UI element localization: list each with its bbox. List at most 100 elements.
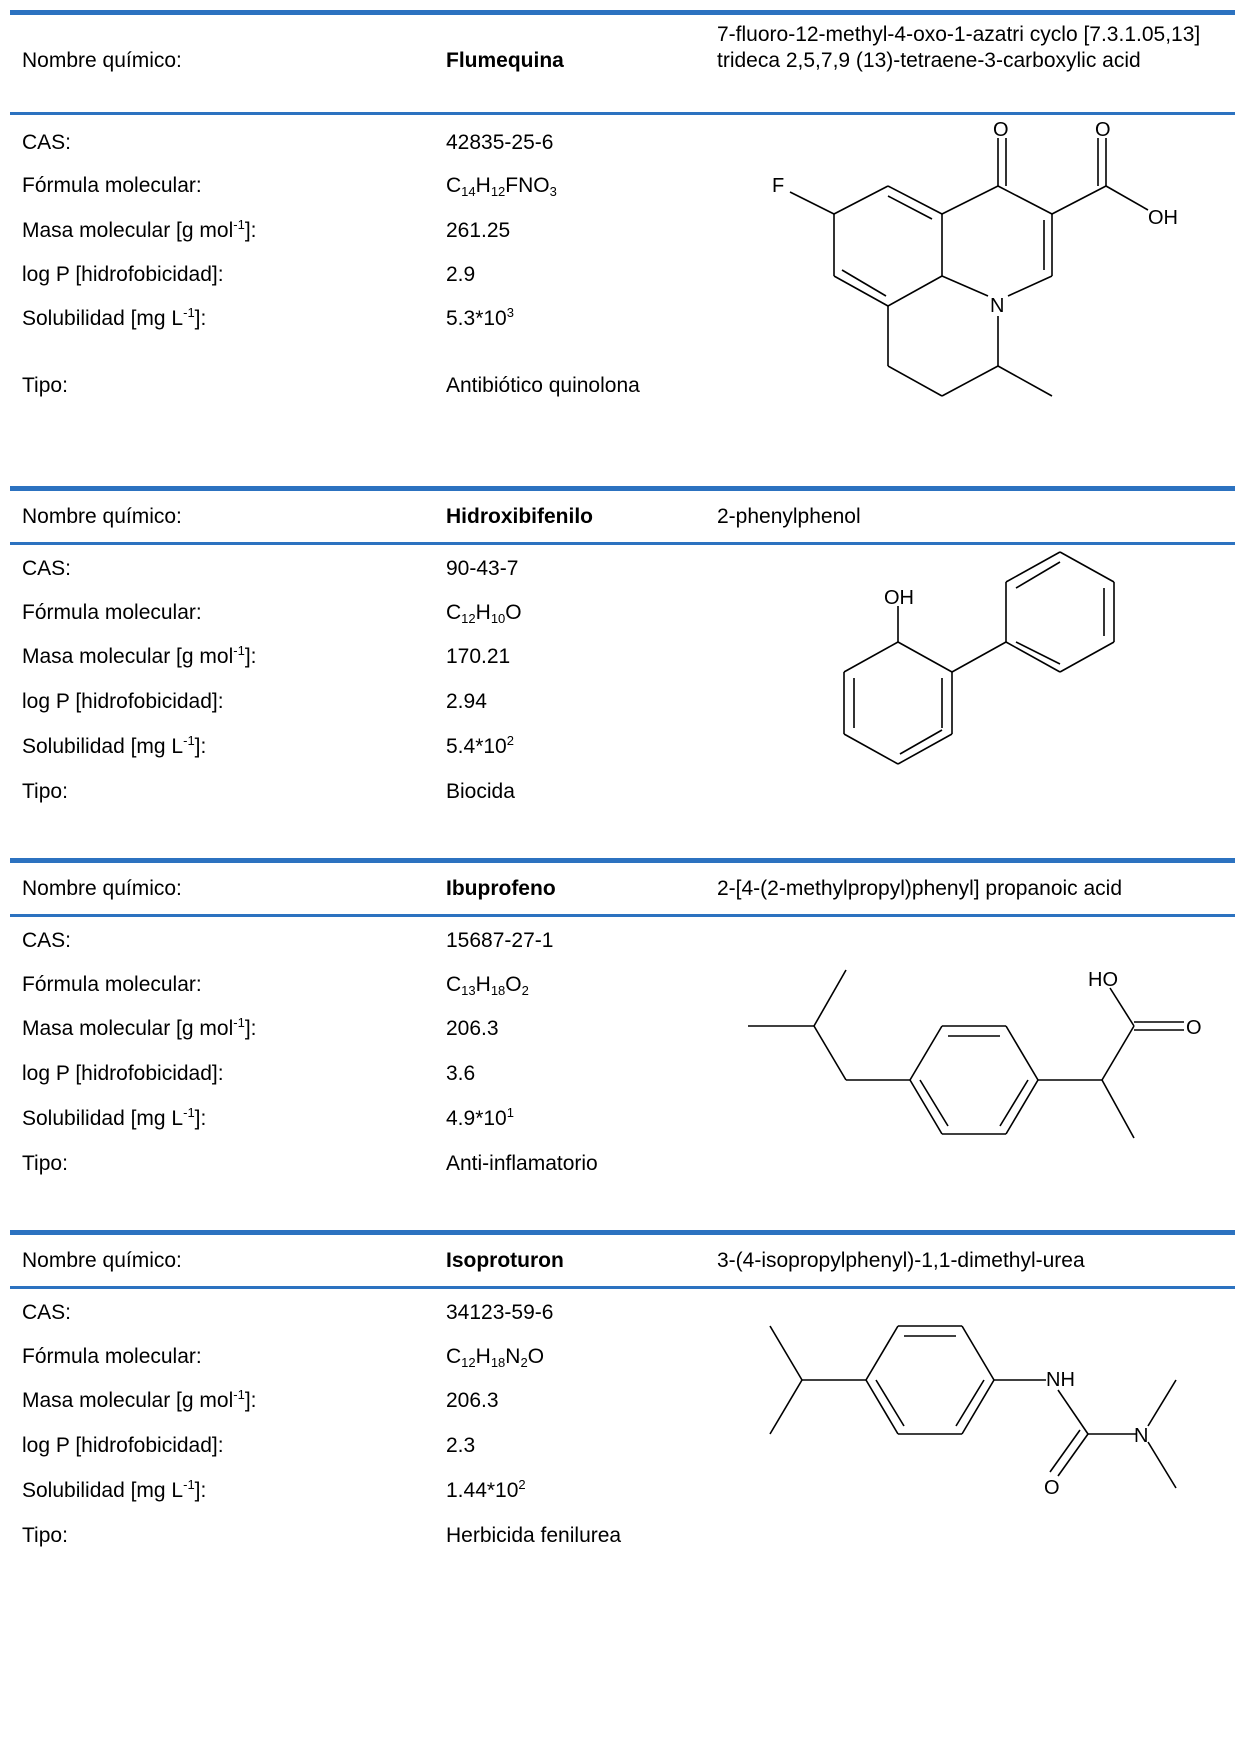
structure-flumequina: O O F OH N (760, 119, 1220, 430)
label-cas: CAS: (22, 131, 72, 154)
header-rule-top (10, 1230, 1235, 1235)
structure-hidroxibifenilo: OH (830, 546, 1130, 786)
atom-oh: OH (1148, 207, 1178, 229)
label-mass: Masa molecular [g mol-1]: (22, 1015, 257, 1040)
logp-value: 2.3 (446, 1434, 476, 1457)
compound-name: Flumequina (446, 49, 564, 72)
formula-element: N (505, 1345, 521, 1368)
label-solubility: Solubilidad [mg L-1]: (22, 733, 207, 758)
formula-element: O (505, 601, 522, 624)
logp-value: 2.94 (446, 690, 487, 713)
compound-name: Hidroxibifenilo (446, 505, 593, 528)
atom-o-ketone: O (993, 119, 1009, 141)
header-rule-top (10, 858, 1235, 863)
header-rule-top (10, 10, 1235, 15)
formula-subscript: 12 (490, 184, 506, 199)
label-chemical-name: Nombre químico: (22, 49, 182, 72)
label-cas: CAS: (22, 929, 72, 952)
header-rule-top (10, 486, 1235, 491)
label-cas: CAS: (22, 1301, 72, 1324)
formula-subscript: 18 (490, 1355, 506, 1370)
label-logp: log P [hidrofobicidad]: (22, 690, 224, 713)
label-chemical-name: Nombre químico: (22, 877, 182, 900)
atom-oh: OH (884, 587, 914, 609)
label-formula: Fórmula molecular: (22, 174, 202, 197)
logp-value: 3.6 (446, 1062, 476, 1085)
formula-element: C (446, 1345, 462, 1368)
mass-value: 206.3 (446, 1017, 499, 1040)
label-chemical-name: Nombre químico: (22, 1249, 182, 1272)
label-solubility: Solubilidad [mg L-1]: (22, 305, 207, 330)
formula-value: C12H10O (446, 600, 522, 626)
formula-element: O (527, 1345, 545, 1368)
label-chemical-name: Nombre químico: (22, 505, 182, 528)
atom-ho: HO (1088, 969, 1118, 991)
atom-o: O (1186, 1017, 1202, 1039)
label-formula: Fórmula molecular: (22, 973, 202, 996)
label-mass: Masa molecular [g mol-1]: (22, 643, 257, 668)
atom-n: N (990, 295, 1004, 317)
formula-value: C12H18N2O (446, 1344, 544, 1370)
formula-subscript: 14 (461, 184, 476, 199)
label-logp: log P [hidrofobicidad]: (22, 263, 224, 286)
label-solubility: Solubilidad [mg L-1]: (22, 1105, 207, 1130)
formula-element: O (505, 973, 522, 996)
formula-subscript: 12 (461, 1355, 476, 1370)
label-mass: Masa molecular [g mol-1]: (22, 217, 257, 242)
label-type: Tipo: (22, 374, 68, 397)
type-value: Biocida (446, 780, 515, 803)
formula-subscript: 10 (490, 611, 506, 626)
iupac-name: 7-fluoro-12-methyl-4-oxo-1-azatri cyclo … (717, 23, 1201, 72)
formula-subscript: 13 (461, 983, 476, 998)
formula-value: C14H12FNO3 (446, 173, 557, 199)
cas-value: 90-43-7 (446, 557, 519, 580)
label-logp: log P [hidrofobicidad]: (22, 1434, 224, 1457)
formula-element: C (446, 174, 462, 197)
formula-element: H (475, 601, 491, 624)
structure-isoproturon: NH N O (766, 1325, 1206, 1526)
logp-value: 2.9 (446, 263, 476, 286)
compound-name: Ibuprofeno (446, 877, 556, 900)
formula-subscript: 3 (549, 184, 557, 199)
atom-n: N (1134, 1425, 1148, 1447)
formula-subscript: 2 (520, 1355, 528, 1370)
compound-name: Isoproturon (446, 1249, 564, 1272)
iupac-name: 2-[4-(2-methylpropyl)phenyl] propanoic a… (717, 877, 1123, 900)
label-type: Tipo: (22, 1152, 68, 1175)
atom-o: O (1044, 1477, 1060, 1499)
label-formula: Fórmula molecular: (22, 601, 202, 624)
compound-block-hidroxibifenilo: Nombre químico: Hidroxibifenilo 2-phenyl… (0, 486, 1243, 806)
label-logp: log P [hidrofobicidad]: (22, 1062, 224, 1085)
compound-block-flumequina: 7-fluoro-12-methyl-4-oxo-1-azatri cyclo … (0, 10, 1243, 410)
structure-ibuprofeno: HO O (748, 928, 1208, 1168)
label-formula: Fórmula molecular: (22, 1345, 202, 1368)
atom-o-acid: O (1095, 119, 1111, 141)
formula-element: H (475, 1345, 491, 1368)
solubility-value: 5.3*103 (446, 305, 514, 330)
cas-value: 15687-27-1 (446, 929, 554, 952)
formula-subscript: 12 (461, 611, 476, 626)
formula-element: H (475, 973, 491, 996)
solubility-value: 5.4*102 (446, 733, 514, 758)
type-value: Herbicida fenilurea (446, 1524, 622, 1547)
label-type: Tipo: (22, 780, 68, 803)
formula-element: C (446, 601, 462, 624)
solubility-value: 1.44*102 (446, 1477, 526, 1502)
header-rule-bottom (10, 542, 1235, 545)
label-type: Tipo: (22, 1524, 68, 1547)
iupac-name: 2-phenylphenol (717, 505, 861, 528)
solubility-value: 4.9*101 (446, 1105, 514, 1130)
cas-value: 42835-25-6 (446, 131, 554, 154)
formula-value: C13H18O2 (446, 972, 529, 998)
iupac-name: 3-(4-isopropylphenyl)-1,1-dimethyl-urea (717, 1249, 1085, 1272)
cas-value: 34123-59-6 (446, 1301, 554, 1324)
compound-block-ibuprofeno: Nombre químico: Ibuprofeno 2-[4-(2-methy… (0, 858, 1243, 1178)
type-value: Anti-inflamatorio (446, 1152, 598, 1175)
label-mass: Masa molecular [g mol-1]: (22, 1387, 257, 1412)
type-value: Antibiótico quinolona (446, 374, 640, 397)
formula-element: FNO (505, 174, 550, 197)
header-rule-bottom (10, 1286, 1235, 1289)
formula-element: C (446, 973, 462, 996)
atom-nh: NH (1046, 1369, 1075, 1391)
formula-subscript: 18 (490, 983, 506, 998)
